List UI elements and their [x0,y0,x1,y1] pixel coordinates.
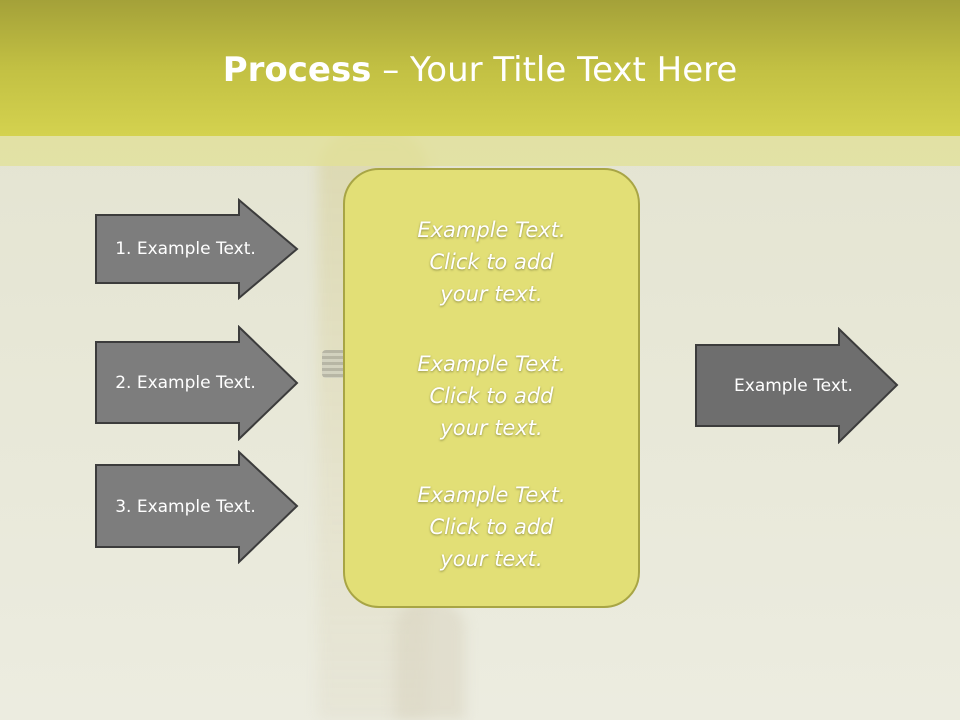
background-figure-leg [395,600,465,720]
background-bracelet [322,350,346,378]
center-block-2-line-2: Click to add [429,384,554,408]
center-block-2-line-1: Example Text. [417,352,566,376]
center-block-3-line-1: Example Text. [417,483,566,507]
center-block-3-line-2: Click to add [429,515,554,539]
title-band [0,136,960,166]
center-block-2-line-3: your text. [440,416,543,440]
process-arrow-2[interactable]: 2. Example Text. [94,325,299,441]
center-block-3-line-3: your text. [440,547,543,571]
arrow-label-1: 1. Example Text. [115,239,256,259]
center-block-1-line-3: your text. [440,282,543,306]
title-bold: Process [222,50,372,90]
center-text-box[interactable]: Example Text. Click to add your text. Ex… [343,168,640,608]
process-arrow-1[interactable]: 1. Example Text. [94,198,299,300]
arrow-label-3: 3. Example Text. [115,497,256,517]
slide-title[interactable]: Process – Your Title Text Here [0,50,960,90]
arrow-shape-4 [695,327,899,444]
arrow-shape-1 [95,198,299,300]
arrow-shape-2 [95,325,299,441]
result-arrow[interactable]: Example Text. [694,327,899,444]
title-bar [0,0,960,136]
center-block-1-line-1: Example Text. [417,218,566,242]
process-arrow-3[interactable]: 3. Example Text. [94,450,299,564]
center-block-1-line-2: Click to add [429,250,554,274]
title-rest: – Your Title Text Here [371,50,738,90]
arrow-label-4: Example Text. [734,375,853,396]
center-text-block-3: Example Text. Click to add your text. [345,479,638,575]
arrow-shape-3 [95,450,299,564]
center-text-block-1: Example Text. Click to add your text. [345,214,638,310]
center-text-block-2: Example Text. Click to add your text. [345,348,638,444]
arrow-label-2: 2. Example Text. [115,373,256,393]
